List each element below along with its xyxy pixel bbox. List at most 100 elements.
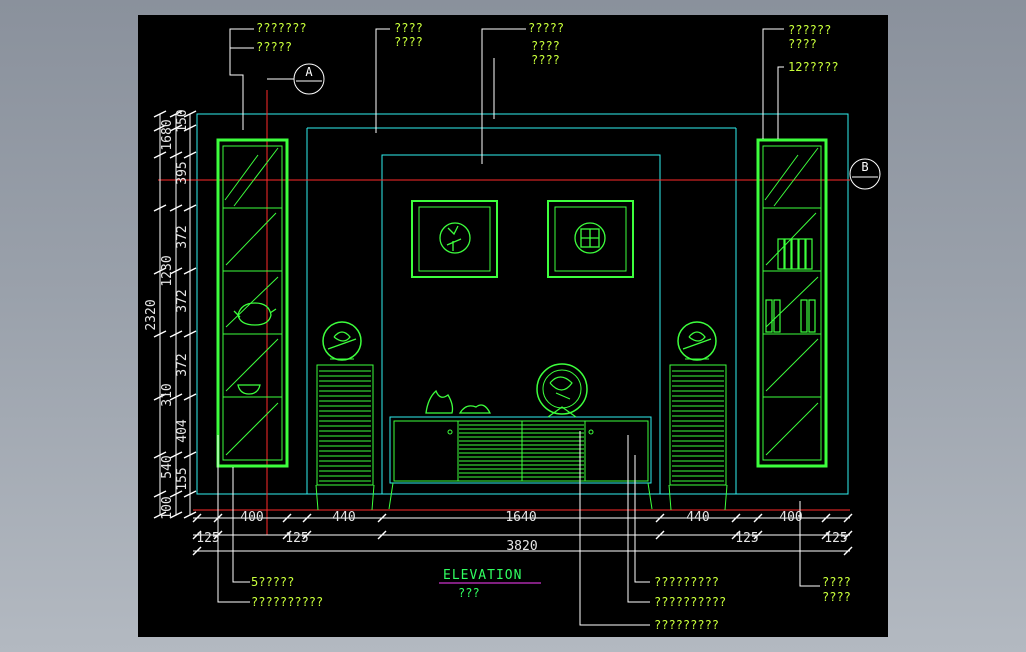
- dim-v-in-2: 372: [175, 225, 190, 248]
- dim-tick: [183, 151, 197, 159]
- marker-a-label: A: [305, 65, 313, 79]
- dim-tick: [183, 330, 197, 338]
- dim-tick: [153, 393, 167, 401]
- note-bottom-left-2: ??????????: [251, 595, 323, 609]
- cad-viewport[interactable]: A B ??????? ????? ???? ???? ????? ???? ?…: [138, 15, 888, 637]
- drawing-title: ELEVATION: [443, 568, 522, 583]
- dim-tick: [213, 513, 223, 523]
- dim-h-top-2: 1640: [505, 510, 536, 525]
- decorative-plate-icon: [536, 363, 588, 418]
- dim-tick: [302, 513, 312, 523]
- dim-tick: [377, 513, 387, 523]
- dim-v-mid-4: 100: [160, 496, 175, 519]
- wall-outline: [196, 113, 849, 495]
- dim-tick: [153, 124, 167, 132]
- dim-tick: [821, 513, 831, 523]
- dim-tick: [169, 511, 183, 519]
- dim-tick: [153, 330, 167, 338]
- leader-lines-top: [229, 28, 784, 164]
- marker-b-label: B: [861, 160, 868, 174]
- note-bottom-mid-3: ?????????: [654, 618, 719, 632]
- note-top-left-1: ???????: [256, 21, 307, 35]
- note-bottom-right-2: ????: [822, 590, 851, 604]
- note-bottom-mid-2: ??????????: [654, 595, 726, 609]
- note-top-right-2: ????: [788, 37, 817, 51]
- dim-v-mid-2: 310: [160, 383, 175, 406]
- dim-tick: [153, 451, 167, 459]
- dim-v-in-1: 395: [175, 161, 190, 184]
- dim-tick: [153, 511, 167, 519]
- dim-h-mid-2: 125: [735, 531, 758, 546]
- dim-tick: [169, 204, 183, 212]
- dim-tick: [655, 530, 665, 540]
- dim-tick: [183, 204, 197, 212]
- dim-h-top-3: 440: [686, 510, 709, 525]
- dim-tick: [192, 546, 202, 556]
- teapot-icon: [233, 302, 277, 326]
- dim-v-in-6: 155: [175, 467, 190, 490]
- dim-v-mid-1: 1230: [160, 255, 175, 286]
- dim-tick: [169, 110, 183, 118]
- dim-tick: [153, 204, 167, 212]
- note-bottom-mid-1: ?????????: [654, 575, 719, 589]
- bowl-icon: [237, 384, 261, 395]
- section-marker-b: B: [849, 158, 881, 190]
- note-bottom-right-1: ????: [822, 575, 851, 589]
- note-top-mid2-3: ????: [531, 53, 560, 67]
- dim-tick: [183, 393, 197, 401]
- dim-h-top-1: 440: [332, 510, 355, 525]
- annotations-top: ??????? ????? ???? ???? ????? ???? ???? …: [256, 21, 839, 74]
- dim-tick: [731, 513, 741, 523]
- left-display-cabinet: [216, 138, 289, 468]
- note-top-left-2: ?????: [256, 40, 292, 54]
- annotations-bottom: 5????? ?????????? ????????? ?????????? ?…: [251, 575, 851, 632]
- dim-h-top-4: 400: [779, 510, 802, 525]
- books-icon: [765, 238, 816, 333]
- dim-tick: [169, 393, 183, 401]
- dim-tick: [192, 530, 202, 540]
- dim-v-in-4: 372: [175, 353, 190, 376]
- dim-tick: [153, 110, 167, 118]
- dim-v-in-5: 404: [175, 419, 190, 443]
- dim-text-vertical: 2320 1680 1230 310 540 100 150 395 372 3…: [144, 109, 190, 519]
- dim-tick: [213, 530, 223, 540]
- drawing-title-sub: ???: [458, 586, 480, 600]
- dim-h-top-0: 400: [240, 510, 263, 525]
- dim-tick: [753, 513, 763, 523]
- dim-v-in-0: 150: [175, 109, 190, 132]
- dim-tick: [192, 513, 202, 523]
- note-bottom-left-1: 5?????: [251, 575, 294, 589]
- drawing-title-block: ELEVATION ???: [439, 568, 541, 600]
- note-top-mid1-1: ????: [394, 21, 423, 35]
- leader-lines-bottom: [217, 431, 820, 626]
- dim-tick: [843, 513, 853, 523]
- dim-tick: [183, 124, 197, 132]
- dim-tick: [153, 490, 167, 498]
- dim-tick: [183, 267, 197, 275]
- dim-tick: [731, 530, 741, 540]
- dim-v-mid-0: 1680: [160, 119, 175, 150]
- note-top-mid2-2: ????: [531, 39, 560, 53]
- note-top-mid2-1: ?????: [528, 21, 564, 35]
- dim-tick: [169, 151, 183, 159]
- dim-tick: [655, 513, 665, 523]
- dim-tick: [377, 530, 387, 540]
- note-top-mid1-2: ????: [394, 35, 423, 49]
- dim-tick: [169, 267, 183, 275]
- dim-v-mid-3: 540: [160, 455, 175, 478]
- dim-tick: [843, 530, 853, 540]
- dimension-ticks: [153, 110, 853, 556]
- note-top-right-3: 12?????: [788, 60, 839, 74]
- dim-tick: [282, 530, 292, 540]
- dim-tick: [183, 451, 197, 459]
- dim-tick: [153, 267, 167, 275]
- dim-tick: [282, 513, 292, 523]
- pedestal-left: [315, 321, 375, 511]
- dim-tick: [183, 490, 197, 498]
- section-marker-a: A: [267, 63, 325, 95]
- picture-frame-right: [547, 200, 634, 278]
- dim-tick: [153, 151, 167, 159]
- dim-tick: [302, 530, 312, 540]
- dim-v-in-3: 372: [175, 289, 190, 312]
- dim-tick: [169, 490, 183, 498]
